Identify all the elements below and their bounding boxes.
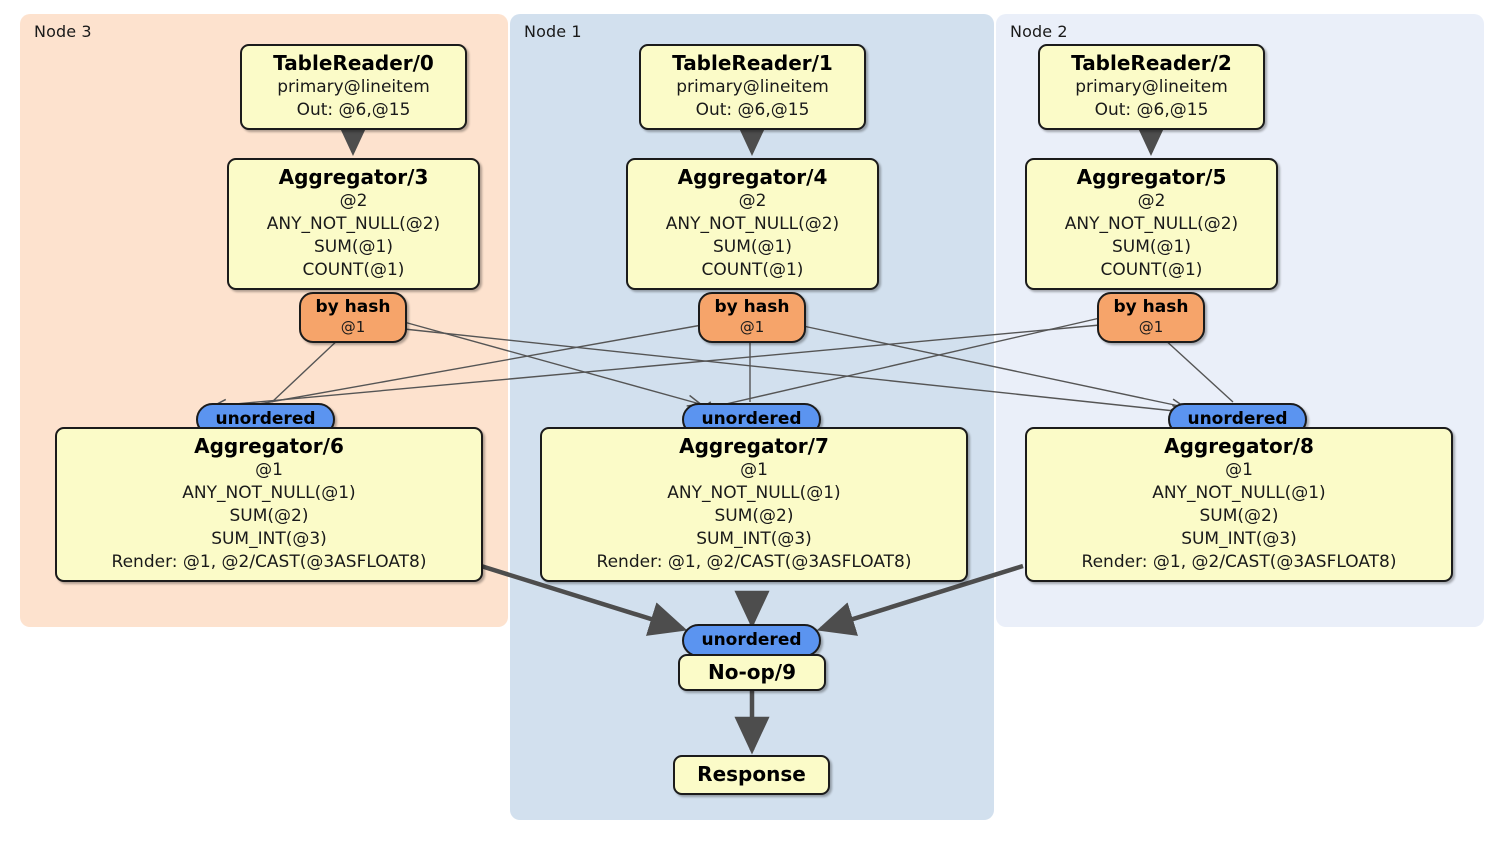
edge-hash3-unordered8 [403,328,1184,412]
processor-line: ANY_NOT_NULL(@2) [1064,214,1239,234]
processor-line: @2 [339,191,368,211]
processor-line: Render: @1, @2/CAST(@3ASFLOAT8) [1081,552,1397,572]
processor-line: @1 [1225,460,1253,480]
processor-line: SUM_INT(@3) [1181,529,1297,549]
processor-line: SUM(@2) [1199,506,1279,526]
processor-title: Aggregator/3 [278,165,429,189]
router-column: @1 [739,318,765,336]
processor-line: Render: @1, @2/CAST(@3ASFLOAT8) [596,552,912,572]
processor-line: SUM(@2) [714,506,794,526]
processor-line: ANY_NOT_NULL(@1) [667,483,841,503]
processor-line: SUM(@1) [314,237,393,257]
processor-line: COUNT(@1) [1100,260,1203,280]
processor-title: Aggregator/4 [677,165,828,189]
router-column: @1 [340,318,366,336]
processor-line: primary@lineitem [277,77,430,97]
router-title: by hash [714,297,790,317]
processor-title: Aggregator/6 [194,434,344,458]
node-panel-label-node1: Node 1 [524,22,582,41]
processor-title: Response [697,762,806,786]
synchronizer-unordered-noop9[interactable]: unordered [682,624,821,657]
edge-hash5-unordered6 [214,324,1101,406]
processor-response[interactable]: Response [673,755,830,795]
processor-aggregator3[interactable]: Aggregator/3 @2 ANY_NOT_NULL(@2) SUM(@1)… [227,158,480,290]
processor-title: TableReader/0 [273,51,434,75]
processor-line: Out: @6,@15 [695,100,810,120]
processor-line: SUM_INT(@3) [696,529,812,549]
processor-title: TableReader/2 [1071,51,1232,75]
processor-line: SUM(@2) [229,506,309,526]
processor-line: @1 [255,460,283,480]
processor-line: COUNT(@1) [302,260,405,280]
processor-noop9[interactable]: No-op/9 [678,654,826,691]
processor-line: primary@lineitem [676,77,829,97]
processor-line: @2 [1137,191,1166,211]
processor-aggregator5[interactable]: Aggregator/5 @2 ANY_NOT_NULL(@2) SUM(@1)… [1025,158,1278,290]
router-title: by hash [1113,297,1189,317]
router-title: by hash [315,297,391,317]
processor-line: primary@lineitem [1075,77,1228,97]
processor-line: COUNT(@1) [701,260,804,280]
processor-line: SUM(@1) [1112,237,1191,257]
synchronizer-title: unordered [215,409,316,429]
edge-hash3-unordered7 [403,321,700,404]
processor-line: SUM_INT(@3) [211,529,327,549]
processor-title: TableReader/1 [672,51,833,75]
router-column: @1 [1138,318,1164,336]
router-by-hash-aggregator4[interactable]: by hash @1 [698,292,806,343]
processor-line: SUM(@1) [713,237,792,257]
processor-aggregator8[interactable]: Aggregator/8 @1 ANY_NOT_NULL(@1) SUM(@2)… [1025,427,1453,582]
processor-aggregator4[interactable]: Aggregator/4 @2 ANY_NOT_NULL(@2) SUM(@1)… [626,158,879,290]
processor-title: Aggregator/7 [679,434,829,458]
processor-title: Aggregator/8 [1164,434,1314,458]
processor-tablereader0[interactable]: TableReader/0 primary@lineitem Out: @6,@… [240,44,467,130]
edge-hash3-unordered6 [271,336,342,403]
processor-tablereader2[interactable]: TableReader/2 primary@lineitem Out: @6,@… [1038,44,1265,130]
synchronizer-title: unordered [701,630,802,650]
processor-line: Out: @6,@15 [296,100,411,120]
node-panel-label-node3: Node 3 [34,22,92,41]
processor-line: Render: @1, @2/CAST(@3ASFLOAT8) [111,552,427,572]
router-by-hash-aggregator3[interactable]: by hash @1 [299,292,407,343]
router-by-hash-aggregator5[interactable]: by hash @1 [1097,292,1205,343]
processor-line: ANY_NOT_NULL(@1) [182,483,356,503]
edge-aggregator6-unordered9 [480,563,688,636]
synchronizer-title: unordered [701,409,802,429]
edge-hash4-unordered8 [802,325,1184,407]
processor-title: No-op/9 [707,660,797,684]
processor-tablereader1[interactable]: TableReader/1 primary@lineitem Out: @6,@… [639,44,866,130]
processor-line: @1 [740,460,768,480]
processor-line: @2 [738,191,767,211]
synchronizer-title: unordered [1187,409,1288,429]
processor-line: ANY_NOT_NULL(@1) [1152,483,1326,503]
edge-hash5-unordered8 [1162,337,1234,403]
processor-line: ANY_NOT_NULL(@2) [665,214,840,234]
edge-hash4-unordered6 [214,324,703,412]
node-panel-label-node2: Node 2 [1010,22,1068,41]
edge-aggregator8-unordered9 [816,563,1024,636]
processor-line: ANY_NOT_NULL(@2) [266,214,441,234]
processor-title: Aggregator/5 [1076,165,1227,189]
processor-aggregator6[interactable]: Aggregator/6 @1 ANY_NOT_NULL(@1) SUM(@2)… [55,427,483,582]
edge-hash5-unordered7 [700,317,1101,410]
processor-aggregator7[interactable]: Aggregator/7 @1 ANY_NOT_NULL(@1) SUM(@2)… [540,427,968,582]
processor-line: Out: @6,@15 [1094,100,1209,120]
